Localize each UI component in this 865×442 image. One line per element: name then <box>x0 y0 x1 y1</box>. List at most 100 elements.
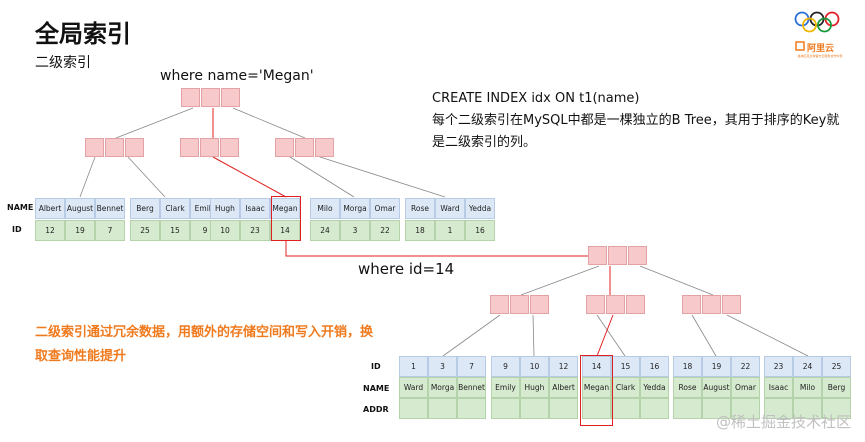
leaf-addr-cell <box>764 398 793 419</box>
leaf-id-cell: 22 <box>370 220 400 241</box>
leaf-name-cell: Omar <box>370 198 400 219</box>
watermark: @稀土掘金技术社区 <box>715 413 851 431</box>
leaf-name-cell: Albert <box>35 198 65 219</box>
leaf-id-cell: 22 <box>731 356 760 377</box>
leaf-addr-cell <box>520 398 549 419</box>
leaf-name-cell: August <box>702 377 731 398</box>
leaf-name-cell: Rose <box>673 377 702 398</box>
brand-name: 阿里云 <box>807 44 835 54</box>
leaf-id-cell: 25 <box>822 356 851 377</box>
leaf-id-cell: 16 <box>640 356 669 377</box>
leaf-addr-cell <box>822 398 851 419</box>
leaf-id-cell: 24 <box>793 356 822 377</box>
leaf-id-cell: 15 <box>611 356 640 377</box>
secondary-internal-node <box>275 138 335 157</box>
leaf-name-cell: August <box>65 198 95 219</box>
query-by-id: where id=14 <box>358 260 455 278</box>
primary-root-node <box>588 246 648 265</box>
leaf-id-cell: 16 <box>465 220 495 241</box>
leaf-id-cell: 18 <box>673 356 702 377</box>
row-label-id: ID <box>12 225 22 234</box>
alibaba-cloud-olympic-logo: 阿里云 奥林匹克全球官方云服务合作伙伴 <box>790 8 850 66</box>
primary-internal-node <box>586 295 646 314</box>
row-label-addr: ADDR <box>363 405 389 414</box>
leaf-name-cell: Morga <box>428 377 457 398</box>
leaf-id-cell: 12 <box>35 220 65 241</box>
leaf-name-cell: Berg <box>822 377 851 398</box>
leaf-name-cell: Isaac <box>240 198 270 219</box>
leaf-addr-cell <box>731 398 760 419</box>
leaf-name-cell: Ward <box>399 377 428 398</box>
leaf-addr-cell <box>673 398 702 419</box>
create-index-statement: CREATE INDEX idx ON t1(name) <box>432 91 640 106</box>
leaf-id-cell: 19 <box>65 220 95 241</box>
leaf-id-cell: 3 <box>340 220 370 241</box>
page-subtitle: 二级索引 <box>35 55 91 71</box>
leaf-id-cell: 14 <box>582 356 611 377</box>
description: CREATE INDEX idx ON t1(name) 每个二级索引在MySQ… <box>432 88 842 154</box>
leaf-addr-cell <box>793 398 822 419</box>
leaf-id-cell: 25 <box>130 220 160 241</box>
leaf-name-cell: Omar <box>731 377 760 398</box>
leaf-id-cell: 10 <box>520 356 549 377</box>
leaf-addr-cell <box>457 398 486 419</box>
megan-secondary-highlight <box>271 196 301 241</box>
row-label-id: ID <box>371 362 381 371</box>
row-label-name: NAME <box>363 384 390 393</box>
leaf-id-cell: 3 <box>428 356 457 377</box>
leaf-id-cell: 18 <box>405 220 435 241</box>
leaf-name-cell: Berg <box>130 198 160 219</box>
leaf-id-cell: 12 <box>549 356 578 377</box>
primary-internal-node <box>490 295 550 314</box>
secondary-internal-node <box>180 138 240 157</box>
row-label-name: NAME <box>7 203 34 212</box>
leaf-id-cell: 9 <box>491 356 520 377</box>
leaf-name-cell: Hugh <box>520 377 549 398</box>
leaf-addr-cell <box>399 398 428 419</box>
leaf-id-cell: 24 <box>310 220 340 241</box>
leaf-name-cell: Megan <box>270 198 300 219</box>
leaf-name-cell: Yedda <box>465 198 495 219</box>
leaf-name-cell: Rose <box>405 198 435 219</box>
leaf-name-cell: Clark <box>611 377 640 398</box>
leaf-name-cell: Milo <box>793 377 822 398</box>
leaf-name-cell: Ward <box>435 198 465 219</box>
leaf-name-cell: Hugh <box>210 198 240 219</box>
megan-primary-highlight <box>580 355 613 426</box>
leaf-name-cell: Bennet <box>457 377 486 398</box>
brand-tagline: 奥林匹克全球官方云服务合作伙伴 <box>797 54 843 58</box>
page-title: 全局索引 <box>35 20 131 48</box>
leaf-addr-cell <box>428 398 457 419</box>
leaf-id-cell: 19 <box>702 356 731 377</box>
leaf-addr-cell <box>491 398 520 419</box>
secondary-internal-node <box>85 138 145 157</box>
leaf-addr-cell <box>582 398 611 419</box>
leaf-name-cell: Yedda <box>640 377 669 398</box>
leaf-id-cell: 1 <box>435 220 465 241</box>
leaf-name-cell: Milo <box>310 198 340 219</box>
leaf-name-cell: Clark <box>160 198 190 219</box>
olympic-rings-icon <box>794 11 840 51</box>
leaf-name-cell: Morga <box>340 198 370 219</box>
description-text: 每个二级索引在MySQL中都是一棵独立的B Tree，其用于排序的Key就是二级… <box>432 113 840 150</box>
performance-note: 二级索引通过冗余数据，用额外的存储空间和写入开销，换取查询性能提升 <box>35 325 374 364</box>
leaf-id-cell: 1 <box>399 356 428 377</box>
leaf-id-cell: 10 <box>210 220 240 241</box>
leaf-addr-cell <box>611 398 640 419</box>
leaf-name-cell: Albert <box>549 377 578 398</box>
leaf-addr-cell <box>640 398 669 419</box>
secondary-root-node <box>181 88 241 107</box>
query-by-name: where name='Megan' <box>160 68 314 84</box>
leaf-name-cell: Emily <box>491 377 520 398</box>
leaf-id-cell: 23 <box>764 356 793 377</box>
leaf-id-cell: 15 <box>160 220 190 241</box>
primary-internal-node <box>682 295 742 314</box>
leaf-id-cell: 7 <box>95 220 125 241</box>
leaf-addr-cell <box>549 398 578 419</box>
leaf-id-cell: 7 <box>457 356 486 377</box>
leaf-name-cell: Bennet <box>95 198 125 219</box>
leaf-name-cell: Isaac <box>764 377 793 398</box>
leaf-id-cell: 23 <box>240 220 270 241</box>
leaf-addr-cell <box>702 398 731 419</box>
